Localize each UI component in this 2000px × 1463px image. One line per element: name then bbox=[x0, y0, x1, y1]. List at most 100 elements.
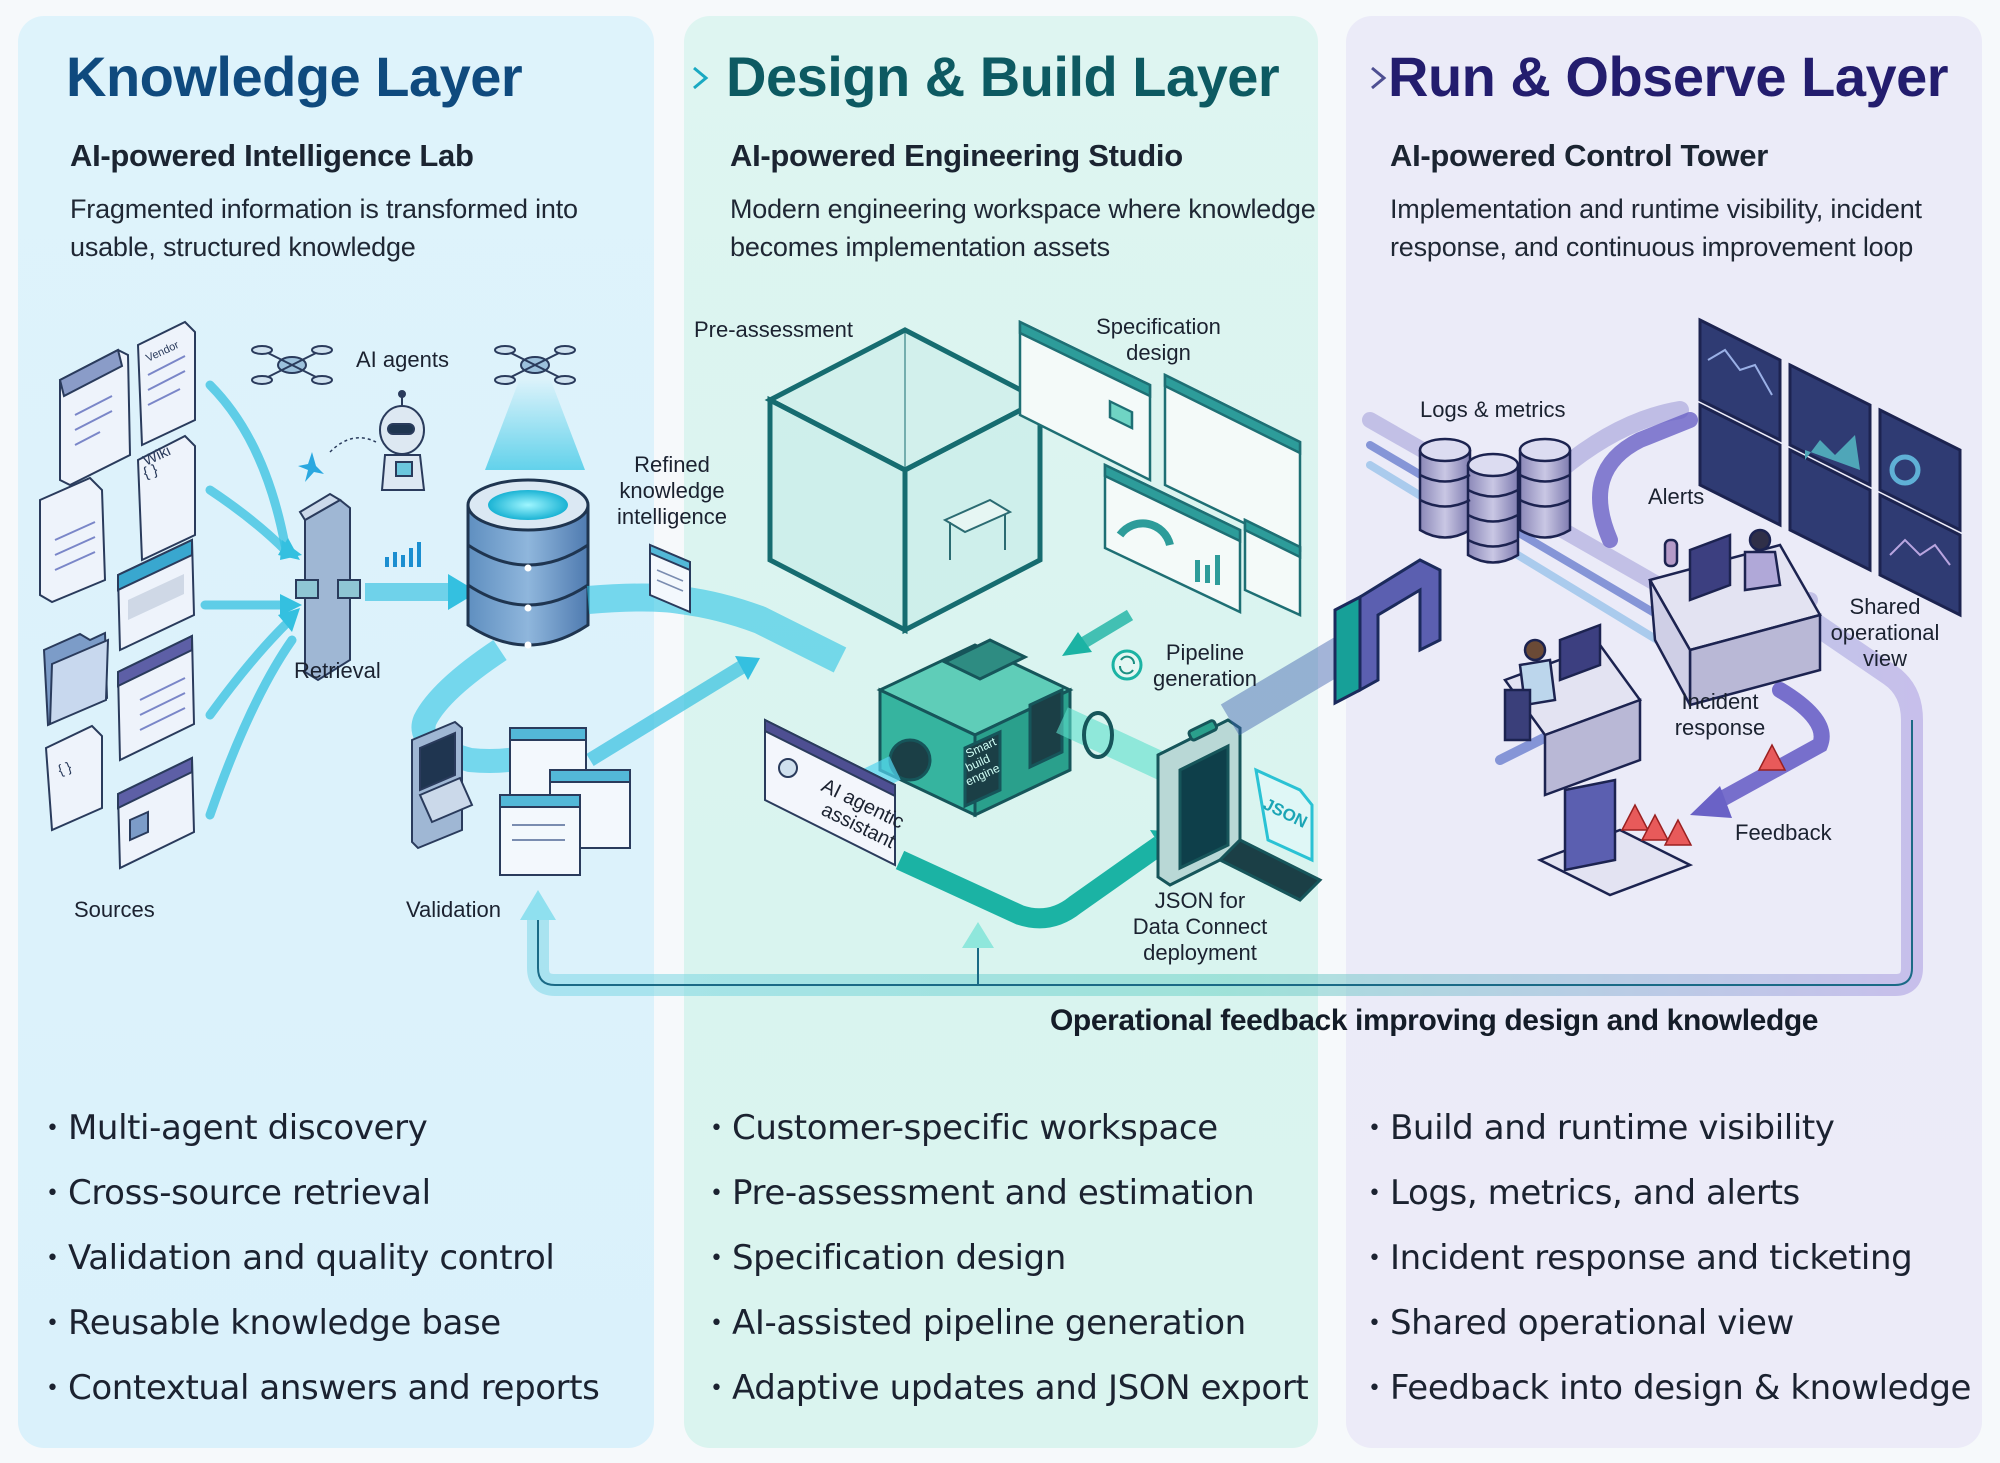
feedback-loop-path bbox=[520, 589, 1923, 996]
run-observe-layer-subtitle: AI-powered Control Tower bbox=[1390, 138, 1768, 173]
json-data-connect-label: JSON for Data Connect deployment bbox=[1125, 888, 1275, 966]
shared-line-1: Shared bbox=[1849, 594, 1921, 619]
svg-text:{ }: { } bbox=[56, 758, 74, 778]
bullet-item: •Adaptive updates and JSON export bbox=[710, 1368, 1309, 1408]
desk-icon bbox=[942, 498, 1013, 560]
bullet-item: •Build and runtime visibility bbox=[1368, 1108, 1835, 1148]
sparkle-icon bbox=[298, 452, 324, 482]
sources-label: Sources bbox=[74, 897, 155, 922]
run-observe-layer-panel bbox=[1346, 16, 1982, 1448]
bullet-item: •Customer-specific workspace bbox=[710, 1108, 1218, 1148]
pipeline-line-2: generation bbox=[1153, 666, 1257, 691]
arrow-up-icon bbox=[520, 890, 556, 920]
ai-agents-label: AI agents bbox=[356, 347, 449, 372]
incident-line-2: response bbox=[1674, 715, 1766, 740]
knowledge-layer-bullets: •Multi-agent discovery •Cross-source ret… bbox=[46, 1096, 600, 1421]
incident-line-1: Incident bbox=[1681, 689, 1759, 714]
logs-metrics-database-icon bbox=[1418, 437, 1572, 564]
retrieval-label: Retrieval bbox=[294, 658, 381, 683]
spec-line-1: Specification bbox=[1096, 314, 1221, 339]
operational-feedback-caption: Operational feedback improving design an… bbox=[1050, 1004, 1819, 1037]
bullet-item: •Validation and quality control bbox=[46, 1238, 555, 1278]
source-flow-arrows bbox=[200, 380, 297, 820]
pre-assessment-label: Pre-assessment bbox=[694, 317, 853, 342]
refined-line-3: intelligence bbox=[616, 504, 728, 529]
knowledge-database-icon bbox=[466, 478, 590, 649]
arrowhead-icon bbox=[280, 594, 302, 616]
drone-icon bbox=[494, 345, 576, 385]
arrowhead-icon bbox=[735, 656, 760, 680]
incident-response-label: Incident response bbox=[1665, 689, 1775, 741]
spec-line-2: design bbox=[1126, 340, 1191, 365]
sync-icon bbox=[1111, 649, 1143, 681]
bullet-item: •Shared operational view bbox=[1368, 1303, 1794, 1343]
shared-line-3: view bbox=[1862, 646, 1907, 671]
control-desk bbox=[1648, 528, 1822, 707]
robot-agent-icon bbox=[379, 390, 426, 491]
shared-operational-view-label: Shared operational view bbox=[1820, 594, 1950, 672]
alert-triangle-icon bbox=[1620, 743, 1787, 846]
run-observe-layer-bullets: •Build and runtime visibility •Logs, met… bbox=[1368, 1096, 1971, 1421]
pipe-ring bbox=[1082, 711, 1114, 759]
svg-text:{ }: { } bbox=[141, 461, 160, 482]
specification-design-screens bbox=[1018, 320, 1302, 617]
browser-window-icon bbox=[116, 634, 196, 762]
bullet-item: •Logs, metrics, and alerts bbox=[1368, 1173, 1800, 1213]
knowledge-layer-description: Fragmented information is transformed in… bbox=[70, 194, 578, 262]
knowledge-layer-title: Knowledge Layer bbox=[66, 45, 523, 108]
arrow-right-icon bbox=[628, 66, 709, 90]
knowledge-to-design-flow bbox=[586, 583, 847, 673]
logs-metrics-label: Logs & metrics bbox=[1420, 397, 1566, 422]
json-deployment-scanner bbox=[1156, 718, 1323, 902]
browser-window-icon bbox=[116, 756, 196, 870]
drone-scan-beam bbox=[485, 378, 585, 470]
design-build-layer-description: Modern engineering workspace where knowl… bbox=[730, 194, 1316, 262]
design-build-layer-subtitle: AI-powered Engineering Studio bbox=[730, 138, 1183, 173]
refined-line-1: Refined bbox=[634, 452, 710, 477]
json-line-3: deployment bbox=[1143, 940, 1257, 965]
run-observe-layer-description: Implementation and runtime visibility, i… bbox=[1390, 194, 1922, 262]
shared-line-2: operational bbox=[1830, 620, 1940, 645]
engine-output-flow bbox=[1056, 707, 1176, 783]
specification-design-label: Specification design bbox=[1086, 314, 1231, 366]
bullet-item: •Reusable knowledge base bbox=[46, 1303, 501, 1343]
validation-label: Validation bbox=[406, 897, 501, 922]
refined-document-icon bbox=[649, 543, 691, 614]
knowledge-layer-subtitle: AI-powered Intelligence Lab bbox=[70, 138, 474, 173]
browser-window-icon bbox=[116, 538, 196, 652]
validation-terminal-icon bbox=[411, 720, 474, 850]
source-documents: { } { } Vendor Wiki bbox=[39, 320, 196, 870]
incident-response-desk bbox=[1503, 623, 1642, 797]
json-line-2: Data Connect bbox=[1132, 914, 1268, 939]
arrow-right-icon bbox=[1296, 66, 1387, 90]
alerts-label: Alerts bbox=[1648, 484, 1705, 509]
bullet-item: •Cross-source retrieval bbox=[46, 1173, 431, 1213]
pipeline-line-1: Pipeline bbox=[1165, 640, 1245, 665]
wiki-document-icon: { } bbox=[136, 434, 196, 562]
bullet-item: •AI-assisted pipeline generation bbox=[710, 1303, 1246, 1343]
bullet-item: •Contextual answers and reports bbox=[46, 1368, 600, 1408]
arrowhead-icon bbox=[278, 608, 300, 632]
design-to-json-flow bbox=[895, 836, 1166, 929]
smart-build-engine bbox=[876, 638, 1074, 818]
arrowhead-icon bbox=[448, 574, 478, 610]
bullet-item: •Feedback into design & knowledge bbox=[1368, 1368, 1972, 1408]
drone-icon bbox=[251, 345, 333, 385]
signal-bars-icon bbox=[385, 542, 421, 567]
feedback-laptop bbox=[1536, 778, 1694, 897]
design-build-layer-bullets: •Customer-specific workspace •Pre-assess… bbox=[710, 1096, 1309, 1421]
ai-agentic-assistant-card bbox=[764, 718, 896, 867]
document-icon bbox=[58, 348, 132, 487]
arrow-up-icon bbox=[962, 922, 994, 948]
bullet-item: •Multi-agent discovery bbox=[46, 1108, 428, 1148]
retrieval-gate bbox=[295, 492, 361, 682]
validation-documents-icon bbox=[499, 727, 631, 876]
design-build-layer-title: Design & Build Layer bbox=[726, 45, 1280, 108]
arrowhead-icon bbox=[1062, 632, 1092, 656]
arrowhead-icon bbox=[280, 540, 302, 560]
pipeline-generation-label: Pipeline generation bbox=[1145, 640, 1265, 692]
refined-line-2: knowledge bbox=[619, 478, 725, 503]
bullet-item: •Specification design bbox=[710, 1238, 1066, 1278]
architecture-notes-document-icon bbox=[39, 476, 107, 604]
